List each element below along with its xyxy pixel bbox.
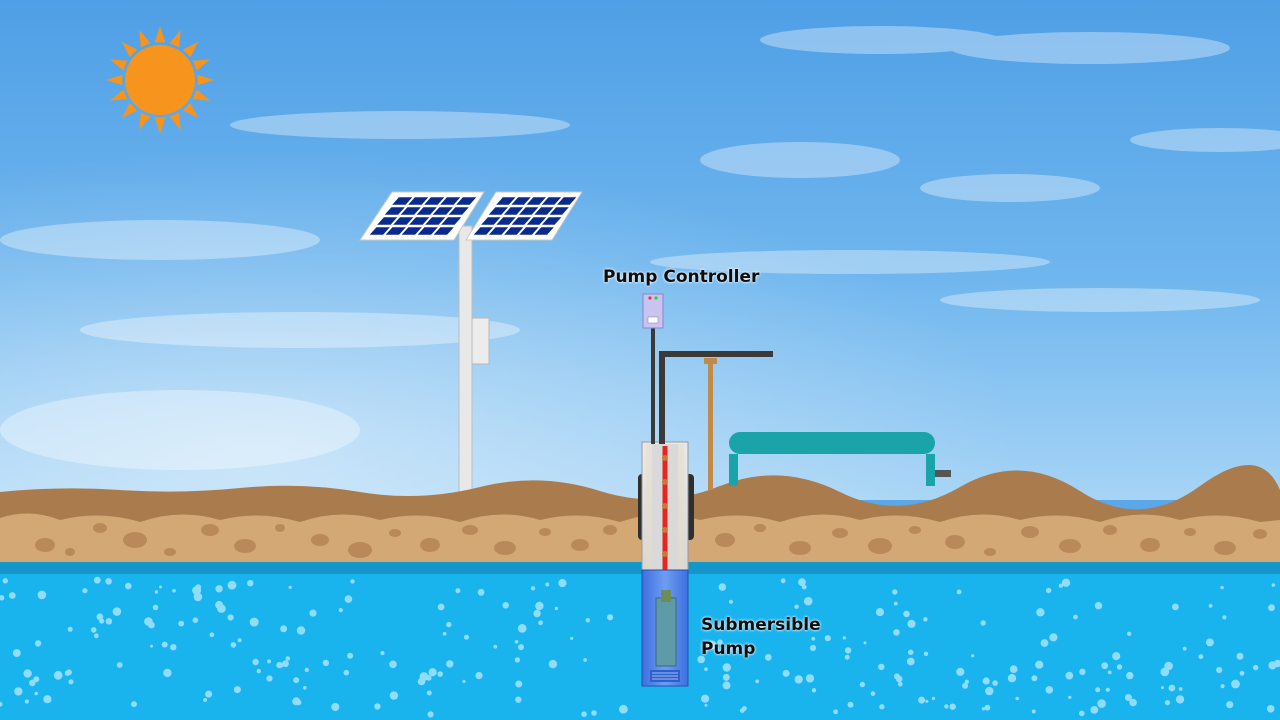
clouds [0,26,1280,470]
pump-controller-icon [642,293,664,329]
submersible-pump-label-line1: Submersible [701,615,821,635]
submersible-pump-label: Submersible Pump [701,613,821,661]
submersible-pump-icon [641,569,689,687]
sun-icon [106,26,214,134]
solar-panel-icon [359,191,583,495]
pump-controller-label: Pump Controller [603,267,760,287]
borewell [638,328,773,598]
groundwater [0,562,1280,720]
submersible-pump-label-line2: Pump [701,639,756,659]
water-tank-icon [704,358,951,490]
